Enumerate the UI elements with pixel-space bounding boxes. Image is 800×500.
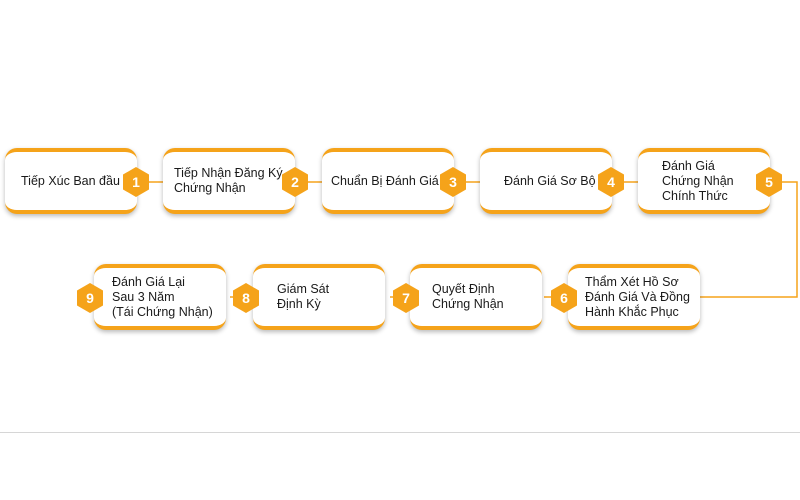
step-label-6: Thẩm Xét Hồ Sơ Đánh Giá Và Đồng Hành Khắ…: [585, 274, 690, 319]
step-label-4: Đánh Giá Sơ Bộ: [504, 173, 596, 188]
step-label-9: Đánh Giá Lại Sau 3 Năm (Tái Chứng Nhận): [112, 274, 213, 319]
step-card-1: Tiếp Xúc Ban đầu: [5, 148, 137, 214]
step-card-2: Tiếp Nhận Đăng Ký Chứng Nhận: [163, 148, 295, 214]
step-label-2: Tiếp Nhận Đăng Ký Chứng Nhận: [174, 166, 283, 195]
step-card-8: Giám Sát Định Kỳ: [253, 264, 385, 330]
step-card-9: Đánh Giá Lại Sau 3 Năm (Tái Chứng Nhận): [94, 264, 226, 330]
step-number-badge-9: 9: [77, 283, 103, 313]
step-card-7: Quyết Định Chứng Nhận: [410, 264, 542, 330]
step-label-3: Chuẩn Bị Đánh Giá: [331, 173, 439, 188]
step-label-5: Đánh Giá Chứng Nhận Chính Thức: [662, 158, 734, 203]
step-number-badge-2: 2: [282, 167, 308, 197]
step-card-3: Chuẩn Bị Đánh Giá: [322, 148, 454, 214]
step-label-8: Giám Sát Định Kỳ: [277, 282, 330, 311]
divider-line: [0, 432, 800, 433]
step-label-7: Quyết Định Chứng Nhận: [432, 282, 504, 311]
step-card-6: Thẩm Xét Hồ Sơ Đánh Giá Và Đồng Hành Khắ…: [568, 264, 700, 330]
step-label-1: Tiếp Xúc Ban đầu: [21, 173, 120, 188]
step-number-badge-3: 3: [440, 167, 466, 197]
step-card-5: Đánh Giá Chứng Nhận Chính Thức: [638, 148, 770, 214]
step-card-4: Đánh Giá Sơ Bộ: [480, 148, 612, 214]
step-number-badge-7: 7: [393, 283, 419, 313]
connector-5-6: [700, 181, 798, 298]
